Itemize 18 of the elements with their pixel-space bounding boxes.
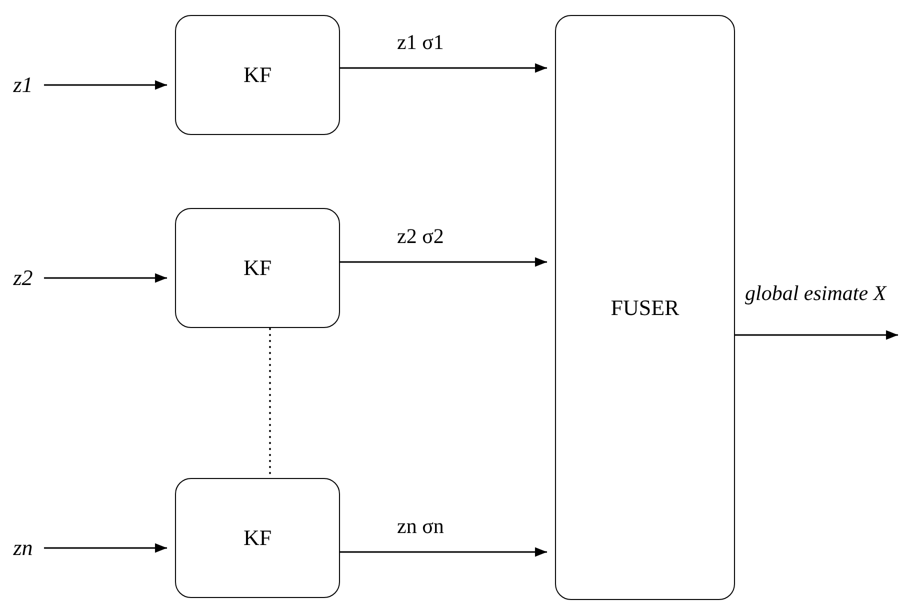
filter-box (175, 15, 340, 135)
arrow (340, 257, 547, 267)
filter-box (175, 208, 340, 328)
box-label: KF (243, 525, 272, 551)
filter-box (175, 478, 340, 598)
arrow (340, 63, 547, 73)
box-label: FUSER (610, 294, 680, 320)
input-label: z2 (13, 265, 33, 291)
fuser-box (555, 15, 735, 600)
arrow (340, 547, 547, 557)
input-label: z1 (13, 72, 33, 98)
arrow (735, 330, 898, 340)
arrow (44, 273, 167, 283)
arrow (44, 80, 167, 90)
box-label: KF (243, 255, 272, 281)
arrow (44, 543, 167, 553)
box-label: KF (243, 62, 272, 88)
input-label: zn (13, 535, 33, 561)
